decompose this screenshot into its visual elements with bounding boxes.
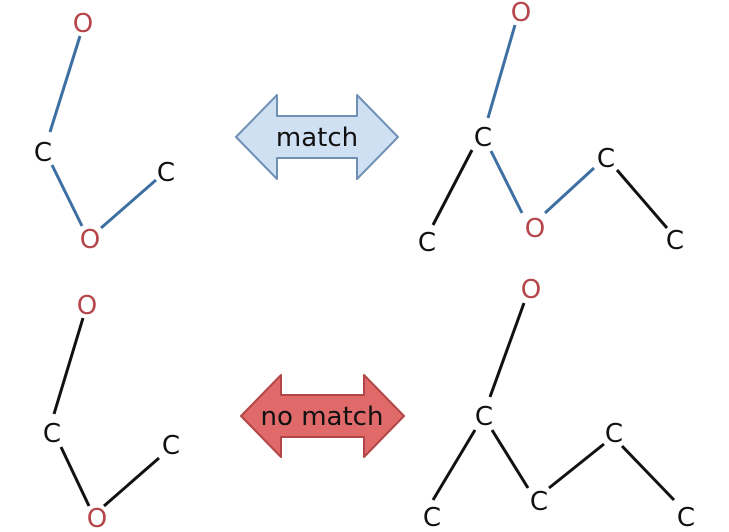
atom-oxygen: O (525, 214, 545, 244)
atom-carbon: C (34, 138, 52, 168)
molecule-bottom-right: O C C C C C (423, 275, 695, 532)
molecule-bottom-left: O C O C (43, 291, 180, 532)
bond-c-o (50, 164, 84, 227)
bond-o-c2 (100, 178, 157, 230)
atom-carbon: C (530, 487, 548, 517)
bond-o-c (52, 317, 85, 415)
bond-c-c (620, 444, 676, 502)
atom-oxygen: O (511, 0, 531, 28)
atom-carbon: C (677, 503, 695, 532)
double-arrow-shape (235, 94, 399, 180)
bond-c-c (490, 429, 530, 489)
double-arrow-shape (240, 374, 405, 458)
atom-carbon: C (162, 431, 180, 461)
atom-oxygen: O (521, 275, 541, 305)
bond-c-o (489, 150, 524, 214)
bond-o-c (488, 302, 526, 398)
bond-c-c (431, 429, 477, 501)
atom-carbon: C (597, 144, 615, 174)
bond-o-c (486, 24, 517, 119)
bond-o-c (48, 35, 82, 133)
no-match-arrow: no match (240, 374, 405, 458)
atom-carbon: C (43, 419, 61, 449)
match-arrow: match (235, 94, 399, 180)
atom-oxygen: O (87, 504, 107, 532)
atom-carbon: C (423, 503, 441, 532)
bond-o-c (543, 166, 596, 215)
atom-oxygen: O (77, 291, 97, 321)
bond-c-c (431, 149, 474, 226)
bond-c-c (615, 169, 669, 229)
molecule-top-left: O C O C (34, 9, 175, 255)
bond-c-c (548, 442, 605, 490)
match-label: match (276, 123, 358, 153)
atom-carbon: C (474, 123, 492, 153)
atom-carbon: C (666, 226, 684, 256)
atom-oxygen: O (73, 9, 93, 39)
bond-c-o (59, 446, 91, 507)
atom-carbon: C (157, 158, 175, 188)
atom-carbon: C (418, 228, 436, 258)
molecule-top-right: O C C O C C (418, 0, 684, 258)
bond-o-c2 (103, 456, 160, 508)
atom-carbon: C (605, 419, 623, 449)
no-match-label: no match (261, 402, 384, 432)
atom-carbon: C (475, 402, 493, 432)
atom-oxygen: O (80, 225, 100, 255)
